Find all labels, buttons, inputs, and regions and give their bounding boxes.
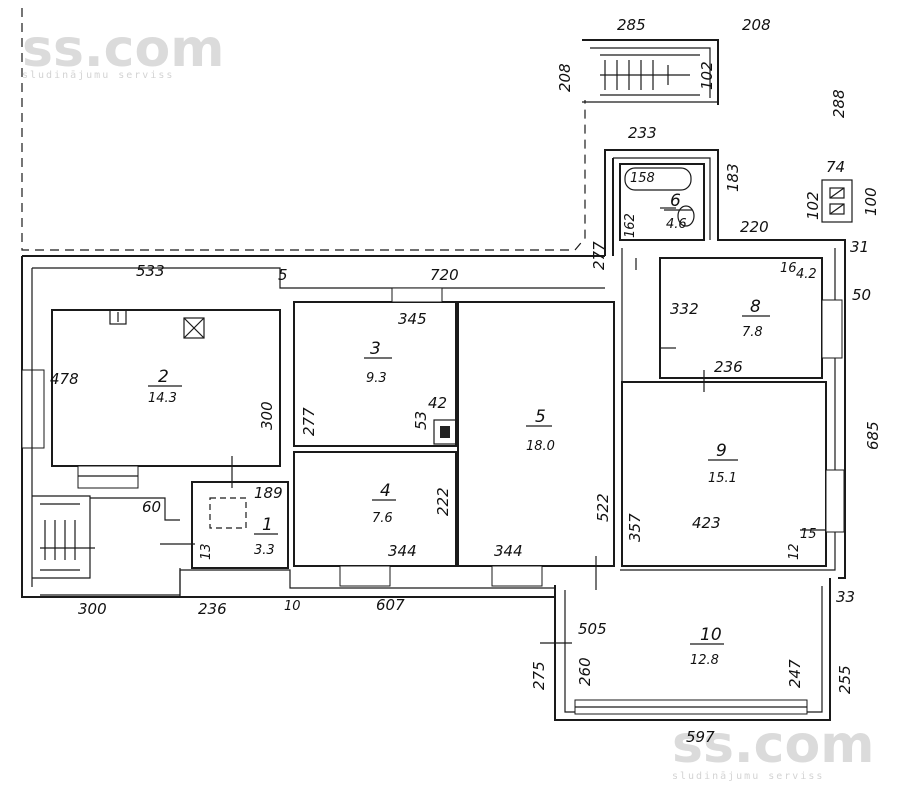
dim-label: 285	[617, 16, 646, 34]
dim-label: 522	[594, 493, 612, 522]
room-number: 10	[700, 625, 722, 645]
room-area: 12.8	[690, 653, 719, 668]
room-number: 8	[750, 297, 761, 317]
room-number: 1	[262, 515, 273, 535]
dim-label: 357	[626, 513, 644, 542]
dim-label: 344	[388, 542, 417, 560]
dim-label: 720	[430, 266, 459, 284]
watermark-tagline-top: sludinājumu serviss	[22, 70, 174, 81]
room-10-walls	[540, 642, 808, 715]
room-area: 7.8	[742, 325, 763, 340]
dimension-labels: 285 208 208 102 288 233 183 158 74 102 1…	[50, 16, 882, 746]
dim-label: 33	[836, 588, 855, 606]
watermark-logo-bottom: ss.com	[672, 715, 874, 775]
room-area: 3.3	[254, 543, 275, 558]
room-area: 9.3	[366, 371, 387, 386]
dim-label: 208	[556, 63, 574, 92]
room-area: 4.6	[666, 217, 687, 232]
dim-label: 162	[623, 213, 638, 238]
dashed-adjacent-boundary	[21, 8, 586, 251]
dim-label: 15	[800, 527, 817, 542]
dim-label: 233	[628, 124, 657, 142]
dim-label: 288	[830, 89, 848, 118]
dim-label: 685	[864, 421, 882, 450]
room-number: 5	[535, 407, 546, 427]
dim-label: 5	[278, 266, 288, 284]
room-area: 7.6	[372, 511, 393, 526]
room-1-walls	[179, 481, 289, 598]
room-number: 6	[670, 191, 681, 211]
dim-label: 255	[836, 665, 854, 694]
dim-label: 16	[780, 261, 797, 276]
room-area: 15.1	[708, 471, 737, 486]
dim-label: 4.2	[796, 267, 817, 282]
dim-label: 13	[199, 543, 214, 560]
dim-label: 12	[787, 543, 802, 560]
dim-label: 102	[698, 61, 716, 90]
dim-label: 158	[630, 171, 655, 186]
dim-label: 42	[428, 394, 447, 412]
dim-label: 222	[434, 487, 452, 516]
dim-label: 277	[300, 407, 318, 436]
room-5-walls	[457, 301, 615, 590]
dim-label: 247	[786, 659, 804, 688]
dim-label: 277	[590, 241, 608, 270]
room-labels: 2 14.3 3 9.3 4 7.6 5 18.0 1 3.3 6 4.6 8 …	[148, 191, 770, 668]
left-stair	[32, 495, 195, 579]
dim-label: 236	[198, 600, 227, 618]
dim-label: 275	[530, 661, 548, 690]
dim-label: 220	[740, 218, 769, 236]
dim-label: 183	[724, 163, 742, 192]
dim-label: 74	[826, 158, 845, 176]
room-area: 18.0	[526, 439, 555, 454]
dim-label: 597	[686, 728, 715, 746]
dim-label: 478	[50, 370, 79, 388]
dim-label: 10	[284, 599, 301, 614]
room-4-walls	[293, 451, 457, 587]
dim-label: 332	[670, 300, 699, 318]
room-8-walls	[659, 257, 843, 392]
dim-label: 300	[78, 600, 107, 618]
top-entrance-stair	[582, 39, 719, 105]
dim-label: 50	[852, 286, 871, 304]
dim-label: 60	[142, 498, 161, 516]
dim-label: 607	[376, 596, 405, 614]
dim-label: 345	[398, 310, 427, 328]
dim-label: 505	[578, 620, 607, 638]
room-2-walls	[21, 309, 281, 489]
dim-label: 189	[254, 484, 283, 502]
room-number: 4	[380, 481, 391, 501]
watermark-logo-top: ss.com	[22, 19, 224, 79]
room-number: 3	[370, 339, 381, 359]
room-area: 14.3	[148, 391, 177, 406]
dim-label: 31	[850, 238, 869, 256]
dim-label: 344	[494, 542, 523, 560]
room-9-walls	[621, 248, 845, 567]
dim-label: 533	[136, 262, 165, 280]
dim-label: 208	[742, 16, 771, 34]
room-number: 2	[158, 367, 169, 387]
ventilation-box	[821, 179, 853, 223]
dim-label: 260	[576, 657, 594, 686]
room-3-walls	[293, 287, 457, 447]
dim-label: 100	[862, 187, 880, 216]
room-number: 9	[716, 441, 727, 461]
room-6-walls	[619, 163, 705, 270]
watermark-tagline-bottom: sludinājumu serviss	[672, 771, 824, 782]
dim-label: 423	[692, 514, 721, 532]
dim-label: 53	[412, 411, 430, 430]
dim-label: 300	[258, 401, 276, 430]
dim-label: 236	[714, 358, 743, 376]
dim-label: 102	[804, 191, 822, 220]
